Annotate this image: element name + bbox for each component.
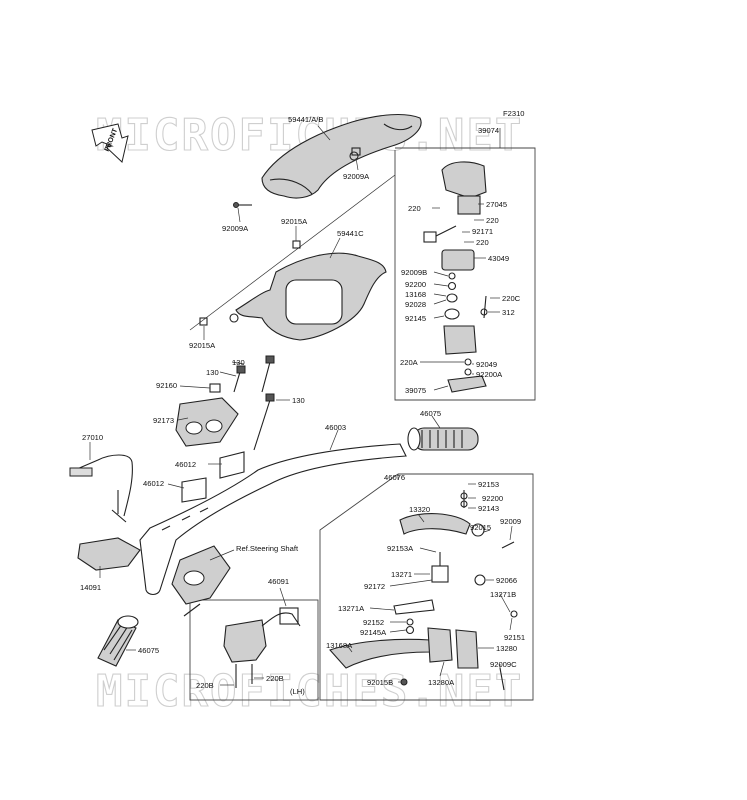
figure-code: F2310	[503, 109, 525, 118]
label-13271a: 13271A	[338, 604, 365, 613]
label-13280: 13280	[496, 644, 517, 653]
label-13320: 13320	[409, 505, 430, 514]
label-59441ab: 59441/A/B	[288, 115, 323, 124]
label-92151: 92151	[504, 633, 525, 642]
label-220c: 220C	[502, 294, 521, 303]
grip-right	[407, 427, 479, 451]
handlebar-holders	[175, 397, 245, 503]
leader-lines	[89, 125, 513, 686]
label-92153a: 92153A	[387, 544, 414, 553]
label-39075: 39075	[405, 386, 426, 395]
brake-lever-13320	[399, 513, 471, 535]
handlebar-cover-lower	[229, 252, 387, 341]
label-92153: 92153	[478, 480, 499, 489]
label-13168a: 13168A	[326, 641, 353, 650]
label-92015a-low: 92015A	[189, 341, 216, 350]
label-92066: 92066	[496, 576, 517, 585]
label-92145a: 92145A	[360, 628, 387, 637]
label-92049: 92049	[476, 360, 497, 369]
lever-assembly-frame	[319, 473, 534, 701]
label-46012-b: 46012	[143, 479, 164, 488]
label-92009: 92009	[500, 517, 521, 526]
reference-steering-shaft: Ref.Steering Shaft	[236, 544, 299, 553]
label-46091: 46091	[268, 577, 289, 586]
label-92143: 92143	[478, 504, 499, 513]
label-46075-bottom: 46075	[138, 646, 159, 655]
label-92009a-left: 92009A	[222, 224, 249, 233]
label-46003: 46003	[325, 423, 346, 432]
steering-shaft-clamp	[171, 545, 231, 617]
label-130-b: 130	[206, 368, 219, 377]
label-13271: 13271	[391, 570, 412, 579]
lever-holder-parts	[393, 490, 518, 691]
label-92152: 92152	[363, 618, 384, 627]
handlebar-cover-upper	[261, 114, 422, 199]
label-220-c: 220	[476, 238, 489, 247]
handlebar-pipe	[139, 443, 407, 596]
label-46012-a: 46012	[175, 460, 196, 469]
label-46075-top: 46075	[420, 409, 441, 418]
housing-14091	[77, 537, 141, 571]
label-92200: 92200	[405, 280, 426, 289]
label-92009b: 92009B	[401, 268, 427, 277]
switch-39074	[441, 161, 487, 215]
lh-switch-46091	[223, 607, 301, 688]
label-92015a-mid: 92015A	[281, 217, 308, 226]
label-13271b: 13271B	[490, 590, 516, 599]
label-13168: 13168	[405, 290, 426, 299]
label-220-a: 220	[408, 204, 421, 213]
label-130-a: 130	[232, 358, 245, 367]
label-312: 312	[502, 308, 515, 317]
label-92009c: 92009C	[490, 660, 517, 669]
label-13280a: 13280A	[428, 678, 455, 687]
label-92172: 92172	[364, 582, 385, 591]
label-92015b: 92015B	[367, 678, 393, 687]
label-92145: 92145	[405, 314, 426, 323]
label-43049: 43049	[488, 254, 509, 263]
label-220b-b: 220B	[266, 674, 284, 683]
label-92173: 92173	[153, 416, 174, 425]
label-27045: 27045	[486, 200, 507, 209]
label-92009a-top: 92009A	[343, 172, 370, 181]
cable-27010	[69, 454, 133, 523]
label-92200a: 92200A	[476, 370, 503, 379]
label-27010: 27010	[82, 433, 103, 442]
lh-switch-frame	[189, 599, 319, 701]
label-220a-r: 220A	[400, 358, 419, 367]
label-92200-b: 92200	[482, 494, 503, 503]
leader-cover-to-frame	[189, 174, 396, 331]
label-92160: 92160	[156, 381, 177, 390]
label-46076: 46076	[384, 473, 405, 482]
grip-left	[97, 615, 139, 667]
label-92015: 92015	[470, 523, 491, 532]
label-39074: 39074	[478, 126, 499, 135]
front-arrow-icon: FRONT	[91, 123, 129, 163]
part-labels: 59441/A/B 92009A 92009A 92015A 59441C 92…	[80, 115, 525, 696]
label-14091: 14091	[80, 583, 101, 592]
label-130-c: 130	[292, 396, 305, 405]
label-59441c: 59441C	[337, 229, 364, 238]
label-220-b: 220	[486, 216, 499, 225]
switch-small-parts	[423, 225, 488, 393]
lh-note: (LH)	[290, 687, 305, 696]
label-92028: 92028	[405, 300, 426, 309]
watermark-bottom: MICROFICHES.NET	[96, 666, 523, 717]
cover-fasteners	[199, 147, 361, 326]
switch-assembly-frame	[394, 147, 536, 401]
label-220b-a: 220B	[196, 681, 214, 690]
label-92171: 92171	[472, 227, 493, 236]
